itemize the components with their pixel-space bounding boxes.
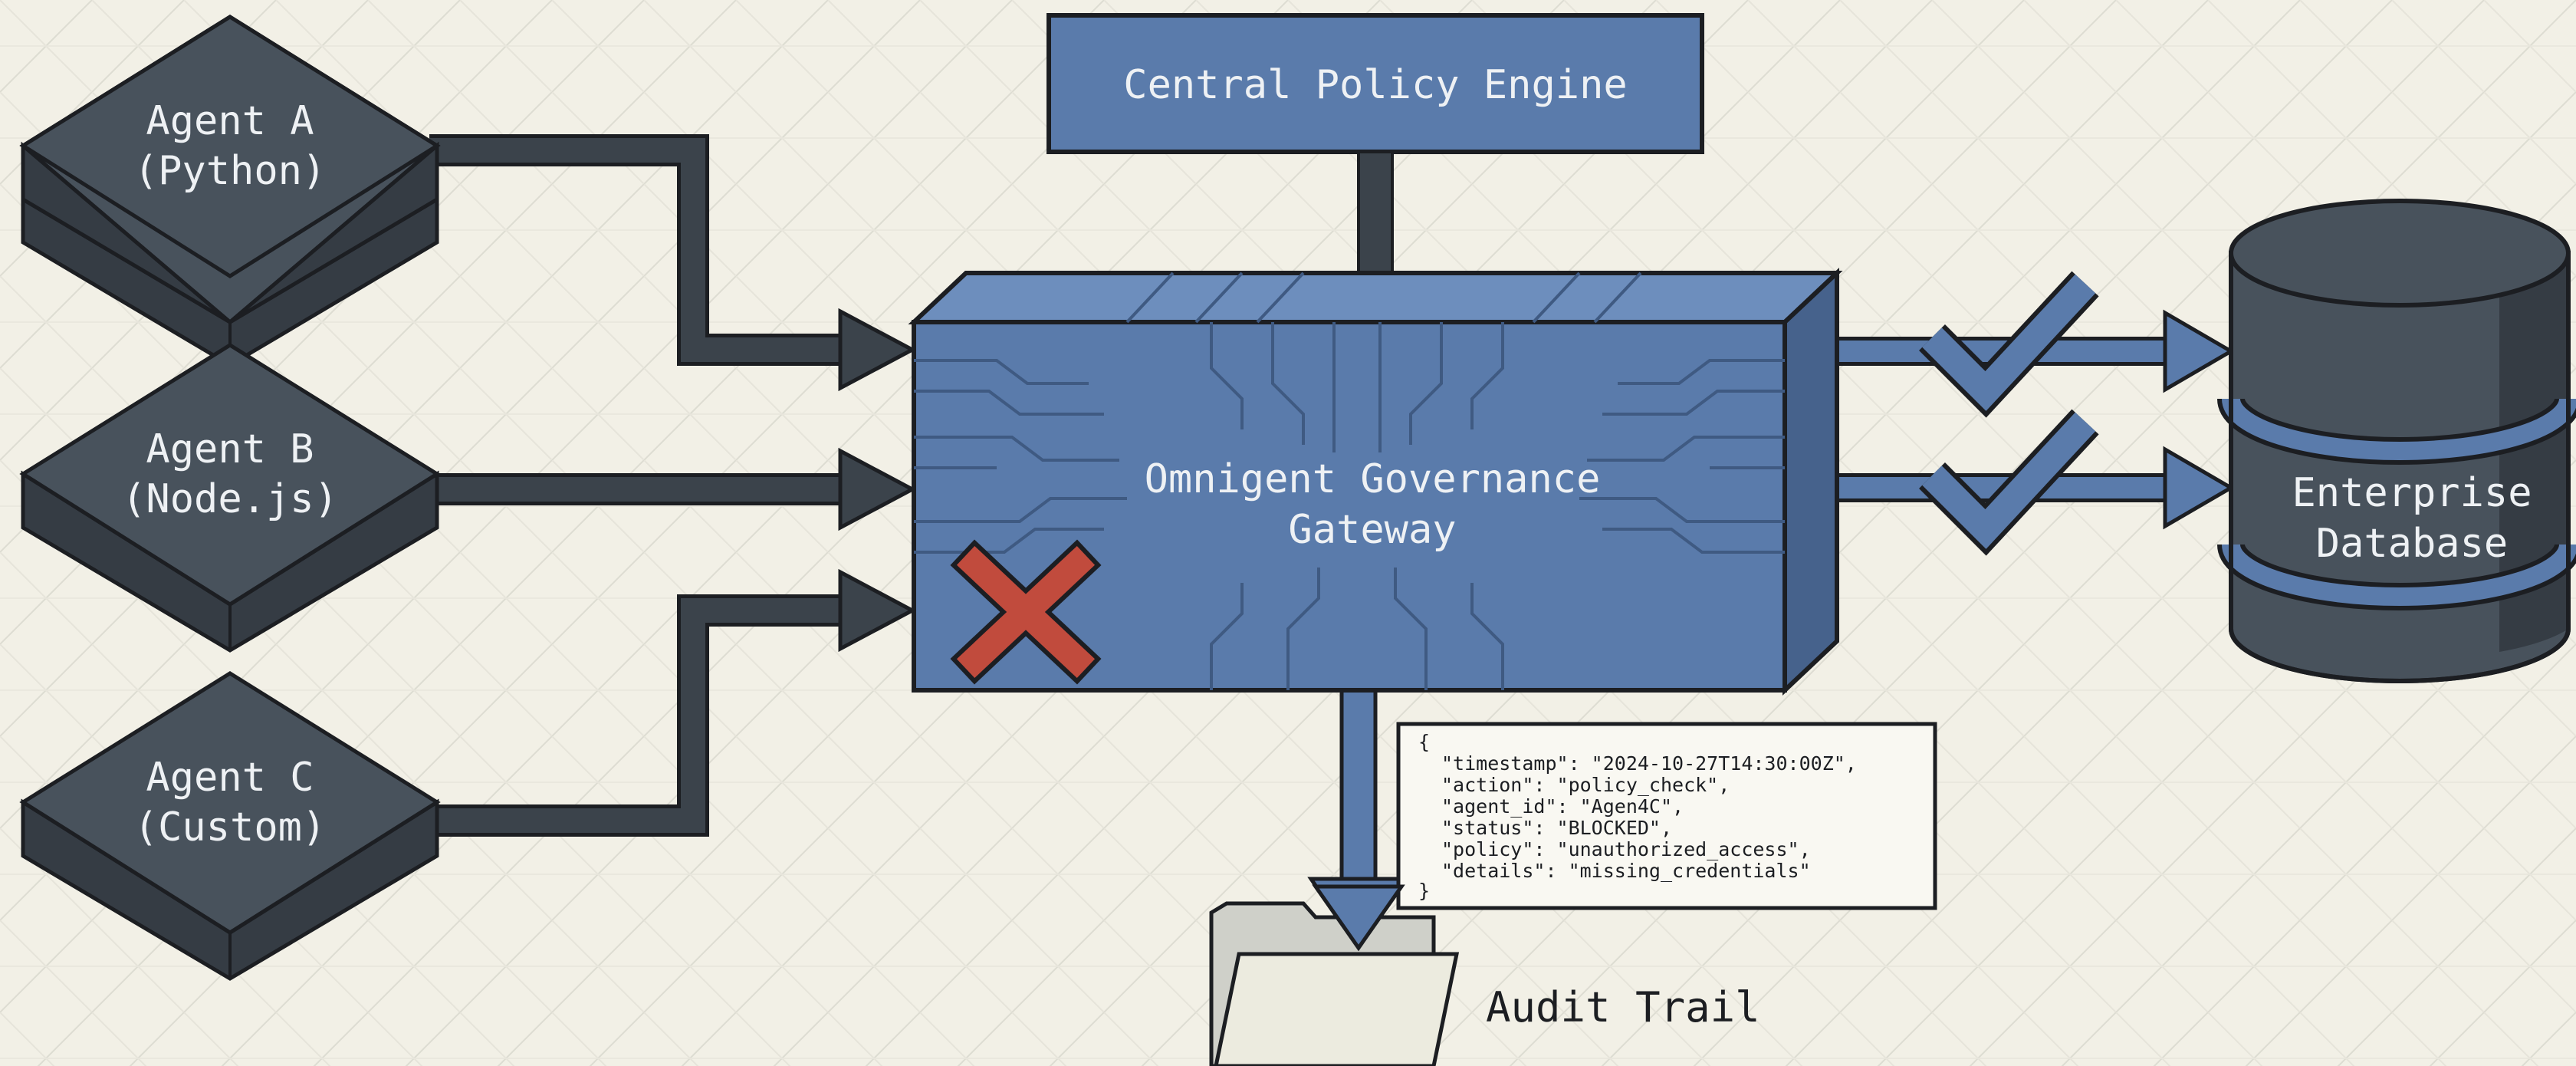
audit-trail-label: Audit Trail: [1486, 983, 1760, 1031]
folder-icon[interactable]: [1209, 901, 1460, 1066]
agent-b-name: Agent B: [146, 426, 314, 472]
agent-b-connector: [429, 447, 917, 531]
agent-b-runtime: (Node.js): [122, 476, 338, 522]
x-icon: [950, 539, 1102, 685]
database-line-1: Enterprise: [2292, 470, 2532, 516]
agent-c-connector: [429, 568, 917, 837]
agent-b-node[interactable]: Agent B (Node.js): [19, 343, 441, 653]
agent-a-node[interactable]: Agent A (Python): [19, 15, 441, 367]
gateway-title: Omnigent Governance: [1145, 456, 1601, 502]
audit-log-panel: { "timestamp": "2024-10-27T14:30:00Z", "…: [1396, 722, 1937, 910]
policy-engine-label: Central Policy Engine: [1123, 62, 1627, 108]
log-line-agent-id: "agent_id": "Agen4C",: [1441, 795, 1684, 818]
audit-arrow-tip: [1312, 884, 1405, 952]
agent-c-name: Agent C: [146, 755, 314, 801]
log-line-details: "details": "missing_credentials": [1441, 860, 1811, 882]
check-icon: [1919, 409, 2099, 556]
agent-a-name: Agent A: [146, 98, 314, 144]
check-icon: [1919, 271, 2099, 418]
policy-connector: [1357, 150, 1394, 275]
agent-a-runtime: (Python): [134, 148, 326, 194]
agent-c-node[interactable]: Agent C (Custom): [19, 671, 441, 981]
log-line-action: "action": "policy_check",: [1441, 774, 1730, 796]
log-open-brace: {: [1418, 731, 1430, 753]
database-line-2: Database: [2316, 521, 2508, 567]
log-line-policy: "policy": "unauthorized_access",: [1441, 838, 1811, 860]
gateway-subtitle: Gateway: [1288, 507, 1456, 553]
central-policy-engine[interactable]: Central Policy Engine: [1046, 13, 1704, 154]
cylinder-icon[interactable]: Enterprise Database: [2217, 199, 2576, 683]
agent-a-connector: [429, 134, 917, 392]
circuit-traces: [914, 271, 1785, 690]
log-line-status: "status": "BLOCKED",: [1441, 817, 1672, 839]
log-line-timestamp: "timestamp": "2024-10-27T14:30:00Z",: [1441, 752, 1857, 775]
log-close-brace: }: [1418, 880, 1430, 902]
agent-c-runtime: (Custom): [134, 804, 326, 850]
